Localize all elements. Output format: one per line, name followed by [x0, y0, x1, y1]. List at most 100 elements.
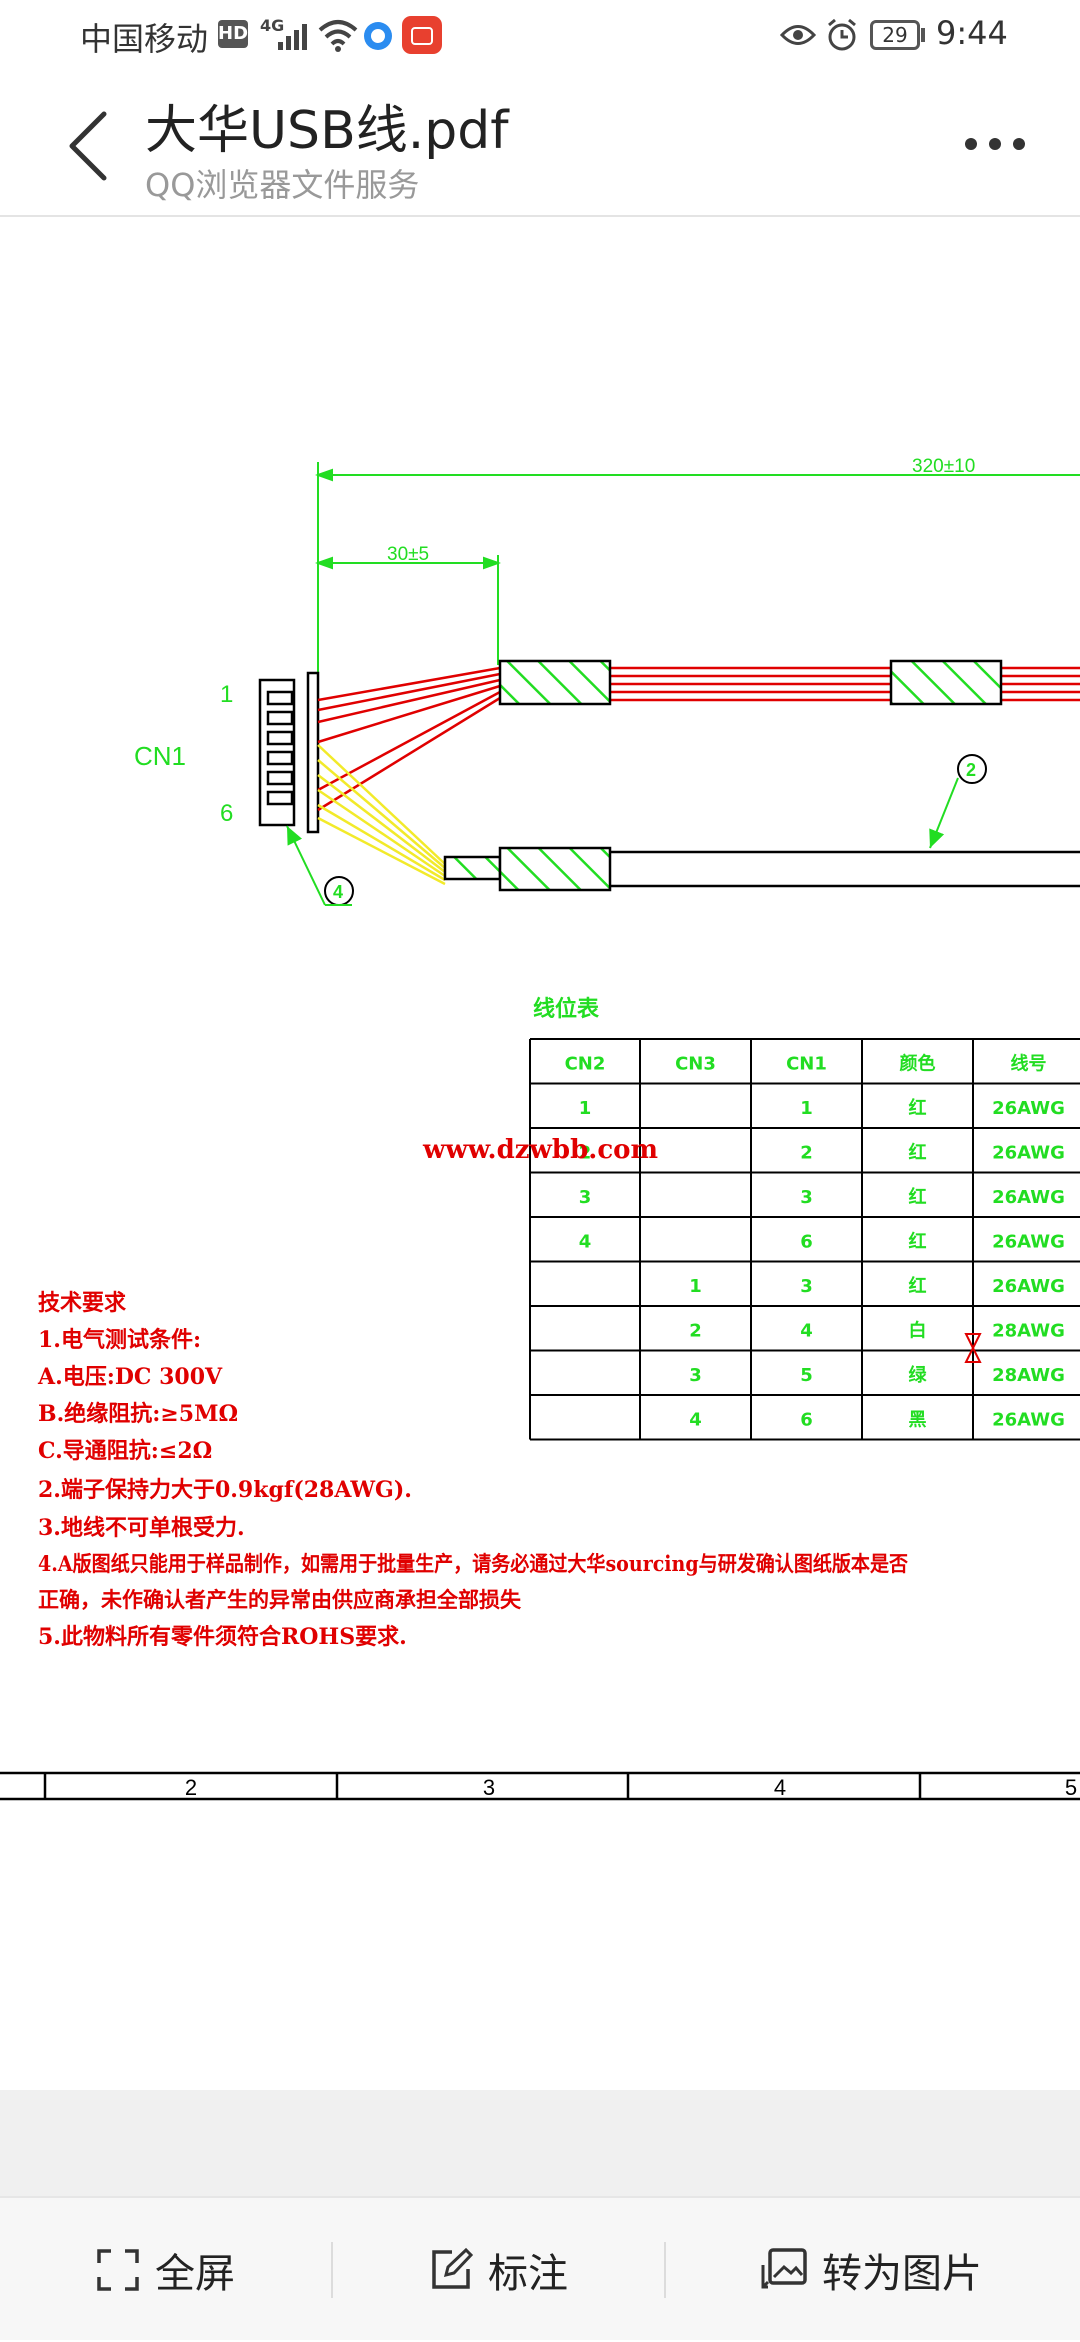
sleeve-upper-right — [889, 659, 1003, 706]
table-header-cell: CN2 — [565, 1053, 606, 1074]
header-divider — [0, 215, 1080, 217]
bottom-toolbar: 全屏 标注 转为图片 — [0, 2196, 1080, 2340]
convert-to-image-label: 转为图片 — [822, 2251, 982, 2297]
annotate-button[interactable]: 标注 — [428, 2198, 568, 2342]
back-arrow-icon[interactable] — [60, 108, 120, 184]
table-cell: 红 — [909, 1097, 927, 1119]
table-cell: 26AWG — [992, 1409, 1065, 1430]
border-zone-number: 4 — [774, 1775, 786, 1800]
document-title: 大华USB线.pdf — [145, 101, 509, 161]
table-cell: 26AWG — [992, 1098, 1065, 1119]
table-cell: 白 — [909, 1319, 927, 1341]
eye-icon — [780, 25, 816, 45]
more-options-icon[interactable] — [960, 118, 1030, 170]
fullscreen-icon — [97, 2249, 139, 2291]
table-header-cell: 线号 — [1011, 1052, 1047, 1074]
table-cell: 黑 — [909, 1409, 927, 1430]
pin-first-label: 1 — [220, 681, 233, 708]
table-cell: 5 — [800, 1365, 813, 1386]
sleeve-lower-small — [443, 855, 502, 881]
requirement-line: A.电压:DC 300V — [37, 1364, 223, 1390]
connector-label: CN1 — [134, 741, 186, 771]
requirement-line: 正确，未作确认者产生的异常由供应商承担全部损失 — [38, 1587, 522, 1612]
table-cell: 3 — [800, 1276, 813, 1297]
signal-icon — [278, 24, 307, 50]
toolbar-separator — [664, 2242, 666, 2298]
callout-4: 4 — [286, 825, 354, 906]
red-revision-marker — [964, 1333, 982, 1363]
drawing-border-strip — [0, 1771, 1080, 1801]
lower-cable — [610, 850, 1080, 888]
table-header-cell: CN1 — [786, 1053, 827, 1074]
requirement-line: C.导通阻抗:≤2Ω — [38, 1438, 212, 1464]
status-bar: 中国移动 HD 4G 29 9:44 — [0, 0, 1080, 72]
table-cell: 1 — [689, 1276, 702, 1297]
table-cell: 28AWG — [992, 1365, 1065, 1386]
dimension-lines — [315, 462, 1080, 680]
dim-total-label: 320±10 — [912, 456, 975, 477]
callout-2-label: 2 — [966, 760, 976, 780]
sleeve-upper-left — [498, 659, 612, 706]
toolbar-separator — [331, 2242, 333, 2298]
pin-last-label: 6 — [220, 800, 233, 827]
table-cell: 绿 — [909, 1364, 928, 1386]
requirement-line: 1.电气测试条件: — [38, 1327, 201, 1353]
network-type-label: 4G — [260, 16, 285, 35]
carrier-label: 中国移动 — [80, 20, 209, 58]
table-cell: 26AWG — [992, 1231, 1065, 1252]
requirement-line: B.绝缘阻抗:≥5MΩ — [38, 1401, 238, 1427]
table-cell: 4 — [800, 1320, 813, 1341]
browser-app-icon — [364, 22, 392, 50]
table-cell: 3 — [800, 1187, 813, 1208]
edit-icon — [432, 2247, 474, 2289]
yellow-wires — [317, 744, 446, 886]
requirement-line: 4.A版图纸只能用于样品制作，如需用于批量生产，请务必通过大华sourcing与… — [38, 1551, 908, 1576]
table-cell: 6 — [800, 1231, 813, 1252]
sleeve-lower — [498, 846, 612, 892]
clock: 9:44 — [936, 14, 1008, 52]
requirement-line: 技术要求 — [38, 1290, 126, 1316]
table-cell: 2 — [689, 1320, 702, 1341]
table-cell: 红 — [909, 1230, 927, 1252]
table-cell: 3 — [579, 1187, 592, 1208]
dim-short-label: 30±5 — [387, 544, 429, 565]
table-header-cell: 颜色 — [900, 1052, 936, 1074]
table-cell: 2 — [579, 1142, 592, 1163]
requirement-line: 2.端子保持力大于0.9kgf(28AWG). — [38, 1477, 412, 1503]
connector-cn1 — [258, 671, 320, 834]
table-cell: 2 — [800, 1142, 813, 1163]
requirement-line: 5.此物料所有零件须符合ROHS要求. — [38, 1624, 407, 1650]
callout-4-label: 4 — [333, 882, 343, 902]
annotate-label: 标注 — [488, 2251, 568, 2297]
table-header-cell: CN3 — [675, 1053, 716, 1074]
table-cell: 4 — [689, 1409, 702, 1430]
fullscreen-label: 全屏 — [155, 2251, 235, 2297]
cable-drawing: 320±10 30±5 CN1 1 6 — [0, 456, 1080, 1801]
huawei-app-icon — [402, 16, 442, 54]
table-cell: 28AWG — [992, 1320, 1065, 1341]
table-cell: 3 — [689, 1365, 702, 1386]
table-cell: 1 — [800, 1098, 813, 1119]
pdf-page[interactable]: 320±10 30±5 CN1 1 6 — [0, 217, 1080, 2090]
table-cell: 26AWG — [992, 1276, 1065, 1297]
border-zone-number: 3 — [483, 1775, 495, 1800]
table-cell: 4 — [579, 1231, 592, 1252]
table-cell: 1 — [579, 1098, 592, 1119]
table-cell: 6 — [800, 1409, 813, 1430]
convert-to-image-button[interactable]: 转为图片 — [760, 2198, 982, 2342]
document-source: QQ浏览器文件服务 — [145, 166, 420, 204]
viewer-background — [0, 2090, 1080, 2196]
table-cell: 红 — [909, 1141, 927, 1163]
fullscreen-button[interactable]: 全屏 — [95, 2198, 235, 2342]
border-zone-number: 5 — [1065, 1775, 1077, 1800]
watermark: www.dzwbb.com — [422, 1135, 658, 1165]
table-cell: 26AWG — [992, 1187, 1065, 1208]
table-title: 线位表 — [533, 996, 600, 1022]
hd-badge: HD — [218, 20, 248, 48]
border-zone-number: 2 — [185, 1775, 197, 1800]
technical-requirements: 技术要求 1.电气测试条件: A.电压:DC 300V B.绝缘阻抗:≥5MΩ … — [37, 1290, 908, 1650]
requirement-line: 3.地线不可单根受力. — [38, 1515, 245, 1541]
alarm-icon — [828, 18, 856, 51]
image-convert-icon — [761, 2248, 807, 2289]
